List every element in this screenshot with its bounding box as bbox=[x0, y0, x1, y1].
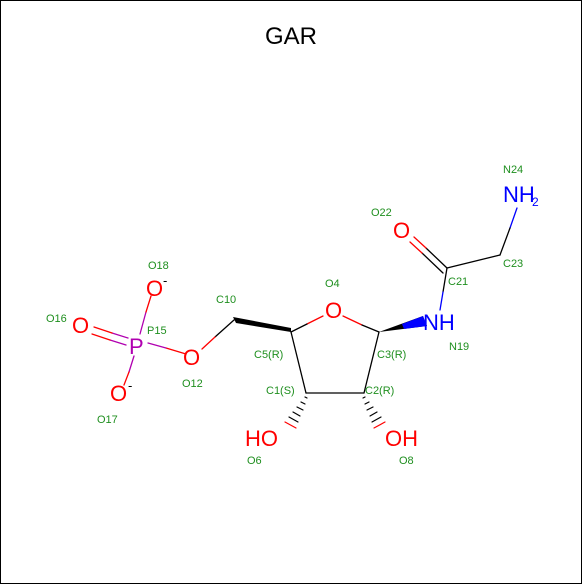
wedge-c5-c10 bbox=[233, 317, 291, 332]
label-n19: N19 bbox=[449, 341, 469, 353]
label-o16: O16 bbox=[46, 313, 67, 325]
bond-p15-o16-a-p bbox=[111, 332, 129, 339]
bond-p15-o17-o bbox=[123, 371, 130, 386]
atom-amine: NH bbox=[503, 182, 535, 207]
label-o22: O22 bbox=[371, 207, 392, 219]
label-o6: O6 bbox=[247, 455, 262, 467]
label-c3: C3(R) bbox=[377, 349, 406, 361]
bond-c21-n19-n bbox=[439, 291, 444, 311]
atom-o16: O bbox=[72, 313, 89, 338]
bond-c10-o12-o bbox=[201, 336, 216, 350]
atom-o8: OH bbox=[385, 426, 418, 451]
label-c2: C2(R) bbox=[365, 385, 394, 397]
bond-c21-o22-d bbox=[409, 241, 423, 254]
atom-p15: P bbox=[129, 334, 144, 359]
atom-n19: NH bbox=[423, 310, 455, 335]
bond-o4-c5-c bbox=[290, 323, 308, 333]
bond-o12-p15-o bbox=[165, 347, 187, 355]
hash-c2-o8-red bbox=[373, 421, 386, 429]
bond-c1-c5 bbox=[290, 331, 307, 394]
atom-o12: O bbox=[183, 345, 200, 370]
bond-c21-o22-c bbox=[421, 252, 444, 274]
bond-p15-o16-b-p bbox=[109, 339, 127, 346]
label-n24: N24 bbox=[503, 164, 523, 176]
atom-o6: HO bbox=[245, 426, 278, 451]
bond-o4-c3-o bbox=[342, 315, 363, 326]
bond-p15-o16-b-o bbox=[91, 333, 111, 341]
label-c1: C1(S) bbox=[266, 385, 295, 397]
label-o12: O12 bbox=[182, 378, 203, 390]
bond-c23-c21 bbox=[446, 254, 501, 269]
atom-o22: O bbox=[393, 218, 410, 243]
bond-p15-o16-a-o bbox=[93, 326, 113, 334]
bond-c21-o22-a bbox=[425, 247, 448, 269]
molecule-title: GAR bbox=[264, 23, 317, 50]
atom-amine-subscript: 2 bbox=[532, 195, 539, 209]
bond-p15-o17-p bbox=[128, 355, 135, 373]
atom-symbols: NH 2 O NH O O P O - O O - HO OH bbox=[72, 182, 539, 451]
atom-o4: O bbox=[325, 298, 342, 323]
hash-c1-o6 bbox=[288, 396, 308, 423]
label-o17: O17 bbox=[97, 414, 118, 426]
label-o8: O8 bbox=[399, 455, 414, 467]
atom-o18: O bbox=[146, 276, 163, 301]
wedge-c3-n19-blue bbox=[402, 316, 427, 329]
atom-labels: N24 O22 C23 C21 N19 O4 C10 C5(R) C3(R) C… bbox=[46, 164, 523, 467]
bond-n24-c23-c bbox=[499, 227, 511, 256]
label-o18: O18 bbox=[148, 260, 169, 272]
bond-o12-p15-p bbox=[147, 342, 167, 349]
bond-p15-o18-p bbox=[139, 311, 147, 335]
bonds bbox=[91, 207, 518, 429]
label-c5: C5(R) bbox=[254, 349, 283, 361]
label-c10: C10 bbox=[216, 294, 236, 306]
label-c23: C23 bbox=[503, 258, 523, 270]
hash-c2-o8 bbox=[362, 396, 382, 423]
bond-c10-o12-c bbox=[214, 319, 235, 338]
bond-o4-c5-o bbox=[306, 315, 324, 325]
bond-p15-o18-o bbox=[145, 295, 152, 313]
bond-c3-c2 bbox=[363, 331, 380, 394]
label-p15: P15 bbox=[147, 325, 167, 337]
atom-o18-charge: - bbox=[163, 273, 167, 288]
label-o4: O4 bbox=[325, 278, 340, 290]
label-c21: C21 bbox=[448, 276, 468, 288]
bond-o4-c3-c bbox=[361, 324, 380, 333]
atom-o17-charge: - bbox=[128, 378, 132, 393]
atom-o17: O bbox=[110, 381, 127, 406]
hash-c1-o6-red bbox=[284, 421, 297, 429]
bond-c21-n19-c bbox=[442, 267, 448, 293]
bond-n24-c23-n bbox=[509, 207, 518, 229]
bond-c21-o22-b bbox=[413, 236, 427, 249]
